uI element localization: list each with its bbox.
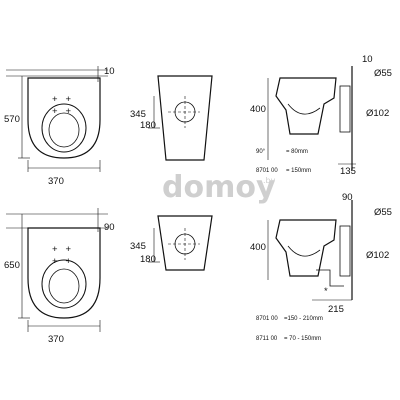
front-bottom-offset-label: 90	[104, 222, 115, 233]
front-bottom-width-label: 370	[48, 334, 64, 345]
side-bottom-dim-b: 180	[140, 254, 156, 265]
svg-text:+ +: + +	[52, 106, 71, 117]
side-bottom-dim-a: 345	[130, 241, 146, 252]
profile-top-top-label: 10	[362, 54, 373, 65]
profile-bottom-bottom-label: 215	[328, 304, 344, 315]
side-top-dim-a: 345	[130, 109, 146, 120]
svg-text:+ +: + +	[52, 94, 71, 105]
top-note-1-value: = 80mm	[286, 149, 308, 155]
side-view-top: 345 180	[130, 75, 213, 161]
bottom-note-2-code: 8711 00	[256, 336, 278, 342]
front-view-top: + + + + 570 370 10	[4, 66, 115, 187]
profile-top-d2-label: Ø102	[366, 108, 389, 119]
bottom-note-1-value: =150 - 210mm	[284, 316, 323, 322]
watermark-text: domoy	[162, 170, 276, 205]
top-note-2-code: 8701 00	[256, 168, 278, 174]
bottom-note-2-value: = 70 - 150mm	[284, 336, 321, 342]
front-bottom-height-label: 650	[4, 260, 20, 271]
front-top-width-label: 370	[48, 176, 64, 187]
profile-bottom-d2-label: Ø102	[366, 250, 389, 261]
front-top-height-label: 570	[4, 114, 20, 125]
profile-bottom-top-label: 90	[342, 192, 353, 203]
profile-bottom-star: *	[324, 286, 328, 297]
profile-view-bottom: 400 Ø55 Ø102 90 * 215 8701 00 =150 - 210…	[250, 192, 392, 342]
profile-top-height-label: 400	[250, 104, 266, 115]
top-note-2-value: = 150mm	[286, 168, 311, 174]
profile-view-top: 400 Ø55 Ø102 10 135 90° = 80mm 8701 00 =…	[250, 54, 392, 177]
profile-bottom-height-label: 400	[250, 242, 266, 253]
profile-top-d1-label: Ø55	[374, 68, 392, 79]
watermark-suffix: .by	[263, 176, 276, 185]
side-view-bottom: 345 180	[130, 215, 213, 271]
front-view-bottom: + + + + 650 370 90	[4, 208, 115, 345]
front-top-offset-label: 10	[104, 66, 115, 77]
svg-text:+ +: + +	[52, 244, 71, 255]
top-note-1-angle: 90°	[256, 149, 266, 155]
profile-top-bottom-label: 135	[340, 166, 356, 177]
svg-text:+ +: + +	[52, 256, 71, 267]
side-top-dim-b: 180	[140, 120, 156, 131]
profile-bottom-d1-label: Ø55	[374, 207, 392, 218]
bottom-note-1-code: 8701 00	[256, 316, 278, 322]
